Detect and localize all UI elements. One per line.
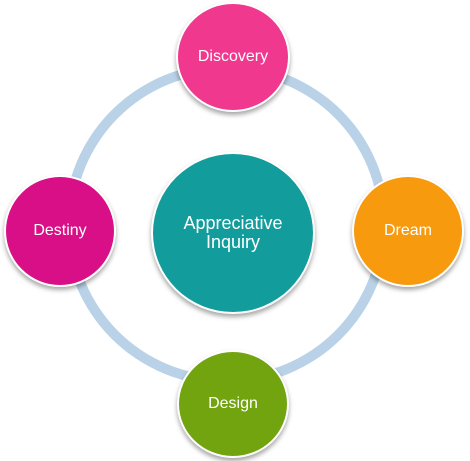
node-dream: Dream (352, 175, 464, 287)
node-destiny-label: Destiny (33, 221, 87, 239)
node-discovery-label: Discovery (197, 47, 269, 65)
node-destiny: Destiny (4, 175, 116, 287)
center-node-label: Appreciative Inquiry (183, 213, 283, 252)
node-design-label: Design (208, 394, 258, 412)
node-discovery: Discovery (176, 2, 290, 112)
node-design: Design (177, 350, 289, 458)
center-node-appreciative-inquiry: Appreciative Inquiry (151, 152, 315, 314)
node-dream-label: Dream (383, 221, 432, 239)
